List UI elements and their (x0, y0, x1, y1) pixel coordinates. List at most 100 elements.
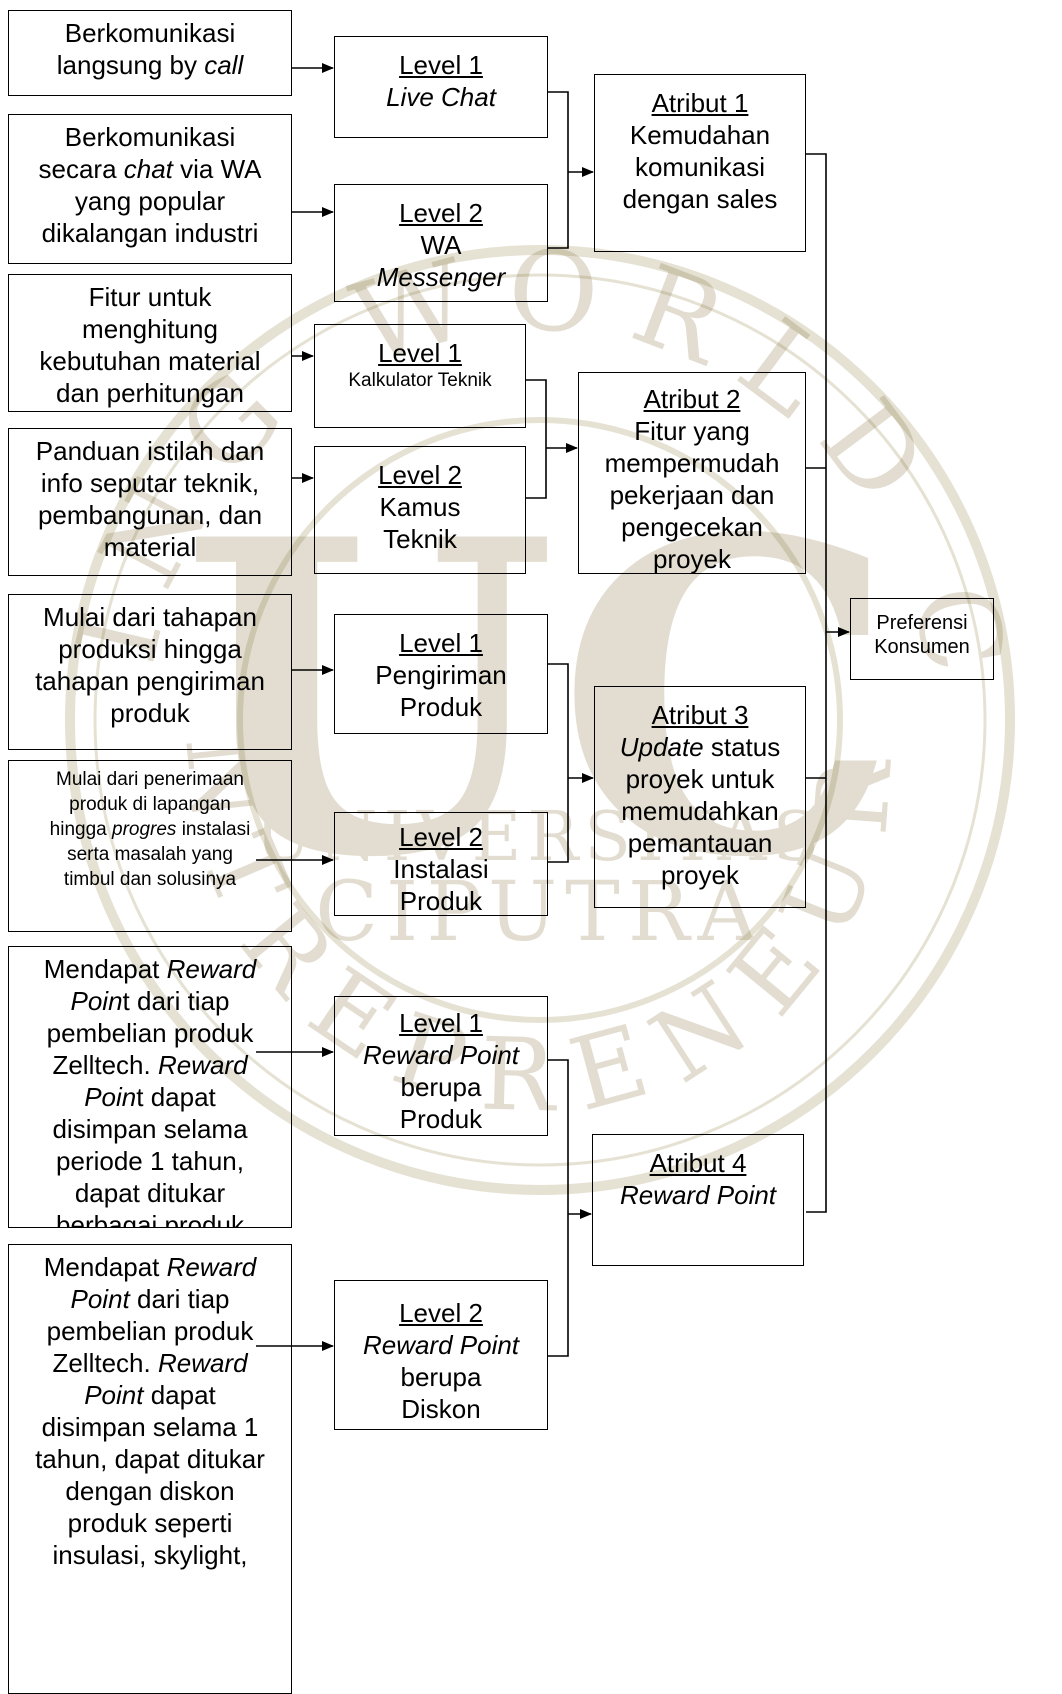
text-line: Point dari tiap (70, 1284, 230, 1314)
text-line: berupa (400, 1072, 482, 1102)
text-line: serta masalah yang (67, 844, 233, 865)
text-line: Fitur untuk (88, 282, 212, 312)
italic-text: Reward Point (619, 1180, 777, 1210)
text-line: Teknik (383, 524, 457, 554)
text-line: Mendapat Reward (43, 1252, 257, 1282)
italic-text: Point (70, 1284, 130, 1314)
text-line: langsung by call (56, 50, 244, 80)
text-line: pembelian produk (46, 1018, 254, 1048)
bracket-a1 (548, 91, 569, 249)
text-line: Live Chat (335, 81, 547, 113)
level-title: Level 1 (399, 50, 483, 80)
text-line: secara chat via WA (38, 154, 262, 184)
text-line: Berkomunikasi (64, 122, 236, 152)
italic-text: Poin (70, 986, 123, 1016)
text-line: insulasi, skylight, (52, 1540, 248, 1570)
text-line: pengecekan (621, 512, 763, 542)
bracket-a3 (548, 663, 569, 863)
text-line: komunikasi (634, 152, 766, 182)
text-line: yang popular (74, 186, 226, 216)
text-line: Diskon (401, 1394, 481, 1424)
italic-text: Reward Point (362, 1330, 520, 1360)
watermark-monogram: UC (181, 447, 898, 952)
text-line: info seputar teknik, (40, 468, 260, 498)
text-line: material (103, 532, 197, 562)
italic-text: Messenger (376, 262, 506, 292)
attribute-box-4: Atribut 4 Reward Point (592, 1134, 804, 1266)
text-line: Fitur yang (634, 416, 750, 446)
text-line: Mulai dari penerimaan (56, 769, 244, 790)
text-line: Kemudahan (629, 120, 771, 150)
text-line: Produk (399, 1104, 483, 1134)
text-line: Preferensi (876, 612, 968, 634)
italic-text: progres (112, 819, 177, 840)
attribute-title: Atribut 4 (649, 1148, 747, 1178)
text-line: produksi hingga (58, 634, 242, 664)
text-line: hingga progres instalasi (49, 819, 251, 840)
italic-text: Live Chat (386, 82, 496, 112)
italic-text: Reward (157, 1348, 248, 1378)
text-line: dengan diskon (65, 1476, 235, 1506)
text-line: tahun, dapat ditukar (35, 1444, 265, 1474)
text-line: dan perhitungan (56, 378, 244, 408)
italic-text: chat (123, 154, 173, 184)
description-text: Mulai dari penerimaan produk di lapangan h… (9, 767, 291, 892)
text-line: pembelian produk (46, 1316, 254, 1346)
bracket-final (806, 153, 827, 1213)
text-line: Zelltech. Reward (52, 1348, 248, 1378)
level-title: Level 1 (399, 628, 483, 658)
text-line: Konsumen (874, 636, 970, 658)
attribute-title: Atribut 2 (643, 384, 741, 414)
italic-text: Poin (84, 1082, 137, 1112)
text-line: disimpan selama (52, 1114, 248, 1144)
text-line: Reward Point (335, 1039, 547, 1071)
text-line: Mulai dari tahapan (43, 602, 257, 632)
text-line: timbul dan solusinya (63, 869, 237, 890)
text-line: proyek untuk (625, 764, 775, 794)
description-box-6: Mulai dari penerimaan produk di lapangan h… (8, 760, 292, 932)
text-line: menghitung (82, 314, 218, 344)
text-line: Mendapat Reward (43, 954, 257, 984)
text-line: Update status (619, 732, 781, 762)
italic-text: Reward (166, 1252, 257, 1282)
attribute-title: Atribut 1 (651, 88, 749, 118)
text-line: pembangunan, dan (37, 500, 263, 530)
text-line: Zelltech. Reward (52, 1050, 248, 1080)
text-line: produk di lapangan (69, 794, 231, 815)
text-line: Produk (399, 886, 483, 916)
level-title: Level 2 (378, 460, 462, 490)
attribute-title: Atribut 3 (651, 700, 749, 730)
text-line: produk (110, 698, 190, 728)
level-text: Live Chat (335, 81, 547, 113)
text-line: Point dapat (84, 1082, 216, 1112)
text-line: produk seperti (67, 1508, 233, 1538)
text-line: berbagai produk (56, 1210, 244, 1228)
italic-text: call (204, 50, 244, 80)
text-line: WA (420, 230, 462, 260)
text-line: kebutuhan material (39, 346, 261, 376)
text-line: Berkomunikasi (64, 18, 236, 48)
